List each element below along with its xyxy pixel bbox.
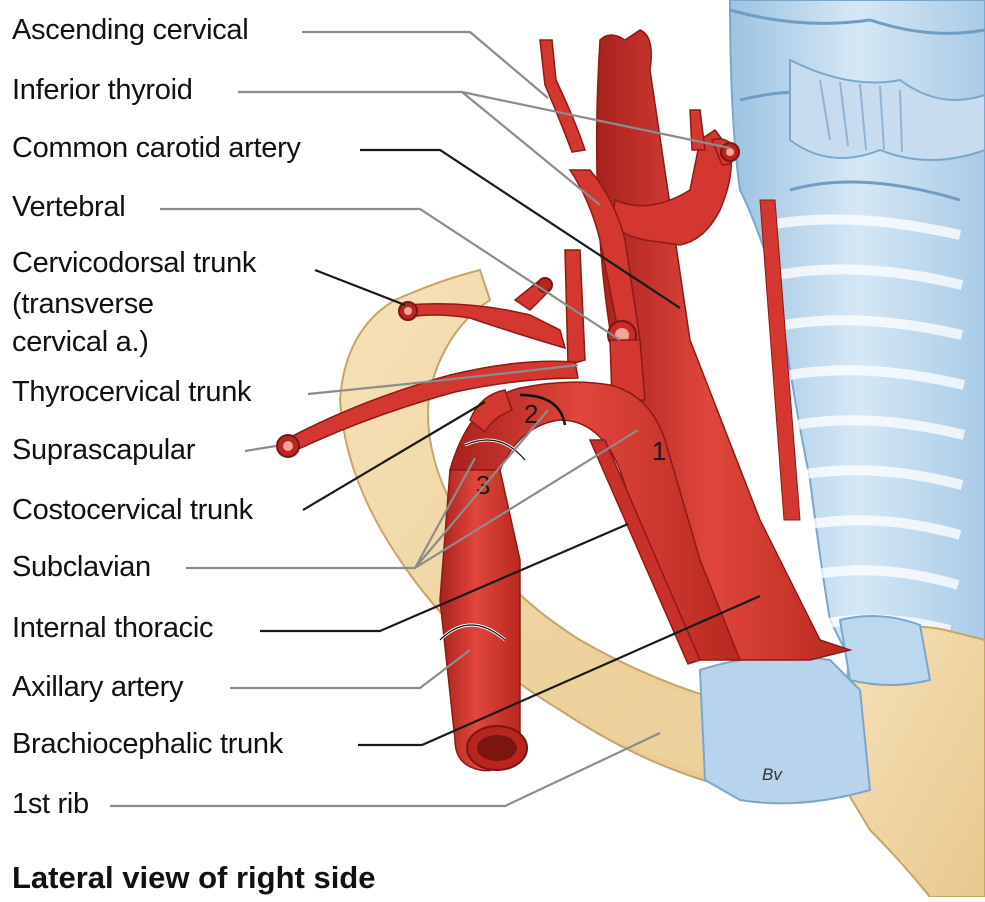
label-first-rib: 1st rib [12, 790, 89, 819]
label-thyrocervical: Thyrocervical trunk [12, 378, 251, 407]
label-axillary: Axillary artery [12, 673, 183, 702]
label-brachiocephalic: Brachiocephalic trunk [12, 730, 283, 759]
label-ascending-cervical: Ascending cervical [12, 16, 248, 45]
artist-mark: Bv [762, 765, 783, 784]
label-cervicodorsal-line3: cervical a.) [12, 328, 149, 357]
label-vertebral: Vertebral [12, 193, 125, 222]
leader-axillary [230, 650, 470, 688]
label-internal-thoracic: Internal thoracic [12, 614, 213, 643]
label-subclavian: Subclavian [12, 553, 151, 582]
label-cervicodorsal-line2: (transverse [12, 290, 154, 319]
leader-ascending-cervical [302, 32, 548, 98]
segment-3-label: 3 [476, 470, 490, 500]
leader-suprascapular [245, 446, 276, 451]
segment-1-label: 1 [652, 436, 666, 466]
label-suprascapular: Suprascapular [12, 436, 195, 465]
label-inferior-thyroid: Inferior thyroid [12, 76, 193, 105]
label-cervicodorsal-line1: Cervicodorsal trunk [12, 249, 256, 278]
figure-caption: Lateral view of right side [12, 862, 375, 893]
leader-cervicodorsal [315, 270, 405, 305]
label-common-carotid: Common carotid artery [12, 134, 301, 163]
label-costocervical: Costocervical trunk [12, 496, 253, 525]
